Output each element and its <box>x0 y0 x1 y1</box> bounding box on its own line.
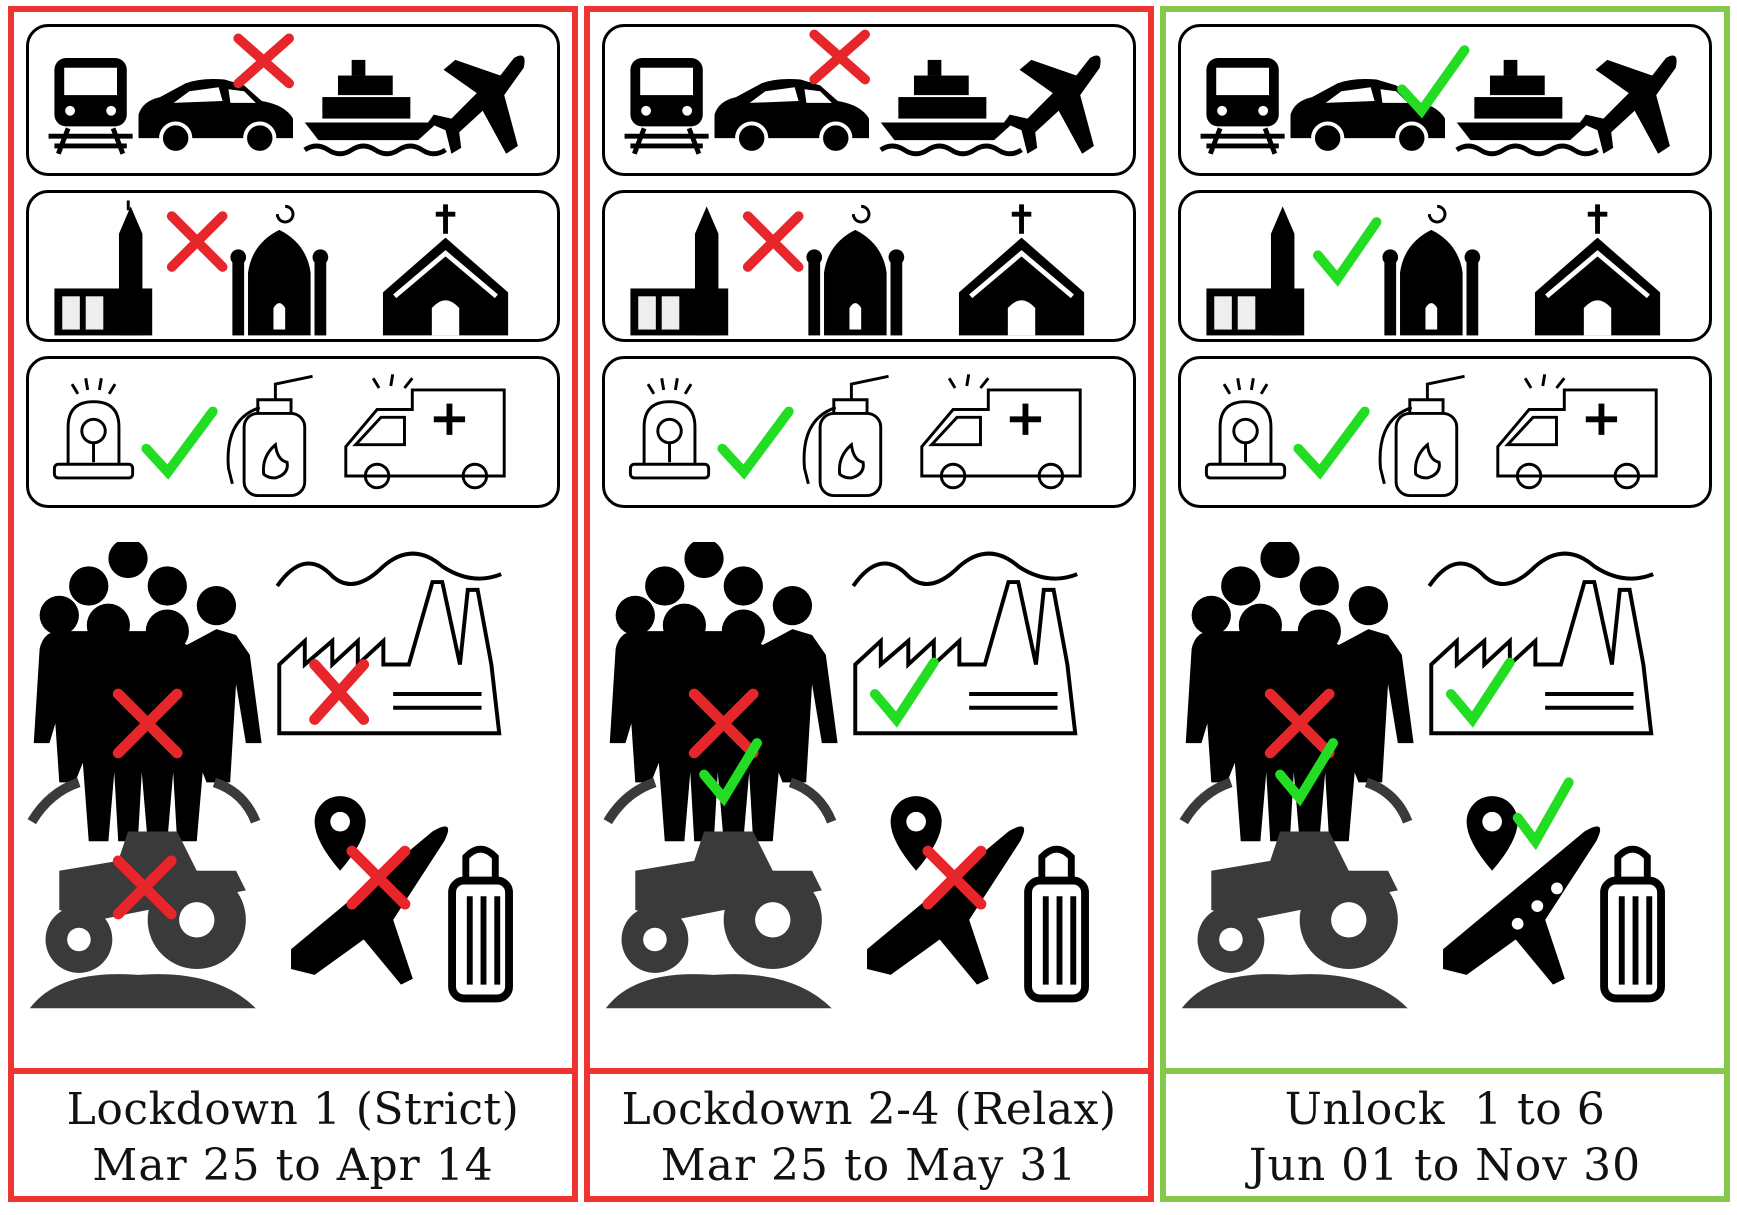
phase-caption: Unlock 1 to 6 Jun 01 to Nov 30 <box>1166 1068 1724 1196</box>
ship-icon <box>879 59 1023 157</box>
phase-dates: Jun 01 to Nov 30 <box>1248 1140 1642 1191</box>
train-icon <box>624 57 709 155</box>
extinguisher-icon <box>802 374 889 498</box>
extinguisher-icon <box>226 374 313 498</box>
check-icon <box>141 406 218 480</box>
emergency-panel <box>1178 356 1712 508</box>
phase-caption: Lockdown 1 (Strict) Mar 25 to Apr 14 <box>14 1068 572 1196</box>
travel-check-icon <box>1512 777 1574 851</box>
industry-check-icon <box>1445 657 1515 728</box>
gathering-industry-agriculture-travel-area <box>1172 542 1718 1062</box>
ambulance-icon <box>344 374 506 490</box>
check-icon <box>1293 406 1370 480</box>
temple-icon <box>1206 206 1305 336</box>
crowd-icon <box>1185 542 1414 842</box>
activity-icons <box>603 542 1089 1009</box>
phase-column-lockdown-2-4: Lockdown 2-4 (Relax) Mar 25 to May 31 <box>584 6 1154 1202</box>
church-icon <box>382 204 509 336</box>
train-icon <box>1200 57 1285 155</box>
cross-icon <box>809 29 870 85</box>
tractor-icon <box>27 777 261 1009</box>
check-icon <box>1397 45 1470 119</box>
factory-icon <box>851 551 1078 736</box>
mosque-icon <box>1382 204 1481 336</box>
transport-icons <box>624 29 1101 157</box>
mosque-icon <box>806 204 905 336</box>
activity-icons <box>27 542 513 1009</box>
church-icon <box>958 204 1085 336</box>
worship-panel <box>602 190 1136 342</box>
travel-icon <box>1443 796 1665 1003</box>
crowd-icon <box>33 542 262 842</box>
transport-icons <box>1200 45 1677 157</box>
gathering-industry-agriculture-travel-area <box>20 542 566 1062</box>
phase-column-unlock: Unlock 1 to 6 Jun 01 to Nov 30 <box>1160 6 1730 1202</box>
cross-icon <box>166 211 228 272</box>
activity-icons <box>1179 542 1665 1009</box>
church-icon <box>1534 204 1661 336</box>
phase-title: Lockdown 1 (Strict) <box>66 1084 520 1135</box>
emergency-icons <box>52 374 506 498</box>
train-icon <box>48 57 133 155</box>
emergency-icons <box>1204 374 1658 498</box>
travel-cross-icon <box>346 845 411 910</box>
transport-panel <box>1178 24 1712 176</box>
agriculture-check-icon <box>699 738 762 807</box>
crowd-cross-icon <box>688 688 759 759</box>
phase-caption: Lockdown 2-4 (Relax) Mar 25 to May 31 <box>590 1068 1148 1196</box>
industry-cross-icon <box>309 659 370 725</box>
temple-icon <box>630 206 729 336</box>
worship-icons <box>54 200 509 336</box>
car-icon <box>138 78 293 155</box>
phase-dates: Mar 25 to Apr 14 <box>92 1140 494 1191</box>
siren-icon <box>52 377 135 480</box>
worship-icons <box>1206 204 1661 336</box>
ambulance-icon <box>1496 374 1658 490</box>
industry-check-icon <box>869 657 939 728</box>
phase-title: Unlock 1 to 6 <box>1284 1084 1606 1135</box>
tractor-icon <box>1179 777 1413 1009</box>
agriculture-check-icon <box>1275 738 1338 807</box>
worship-panel <box>26 190 560 342</box>
phase-column-lockdown-1: Lockdown 1 (Strict) Mar 25 to Apr 14 <box>8 6 578 1202</box>
crowd-cross-icon <box>1264 688 1335 759</box>
ship-icon <box>303 59 447 157</box>
car-icon <box>714 78 869 155</box>
siren-icon <box>1204 377 1287 480</box>
airplane-icon <box>427 55 525 154</box>
worship-icons <box>630 204 1085 336</box>
extinguisher-icon <box>1378 374 1465 498</box>
emergency-panel <box>602 356 1136 508</box>
check-icon <box>717 406 794 480</box>
check-icon <box>1313 217 1382 287</box>
factory-icon <box>275 551 502 736</box>
travel-cross-icon <box>922 845 987 910</box>
ambulance-icon <box>920 374 1082 490</box>
crowd-icon <box>609 542 838 842</box>
transport-panel <box>26 24 560 176</box>
factory-icon <box>1427 551 1654 736</box>
cross-icon <box>233 33 294 89</box>
emergency-panel <box>26 356 560 508</box>
phase-title: Lockdown 2-4 (Relax) <box>621 1084 1117 1135</box>
airplane-icon <box>1003 55 1101 154</box>
crowd-cross-icon <box>112 688 183 759</box>
ship-icon <box>1455 59 1599 157</box>
siren-icon <box>628 377 711 480</box>
airplane-icon <box>1579 55 1677 154</box>
temple-icon <box>54 200 153 336</box>
phase-dates: Mar 25 to May 31 <box>660 1140 1078 1191</box>
gathering-industry-agriculture-travel-area <box>596 542 1142 1062</box>
transport-panel <box>602 24 1136 176</box>
transport-icons <box>48 33 525 157</box>
tractor-icon <box>603 777 837 1009</box>
worship-panel <box>1178 190 1712 342</box>
emergency-icons <box>628 374 1082 498</box>
car-icon <box>1290 78 1445 155</box>
agriculture-cross-icon <box>112 855 177 920</box>
cross-icon <box>742 211 804 272</box>
mosque-icon <box>230 204 329 336</box>
